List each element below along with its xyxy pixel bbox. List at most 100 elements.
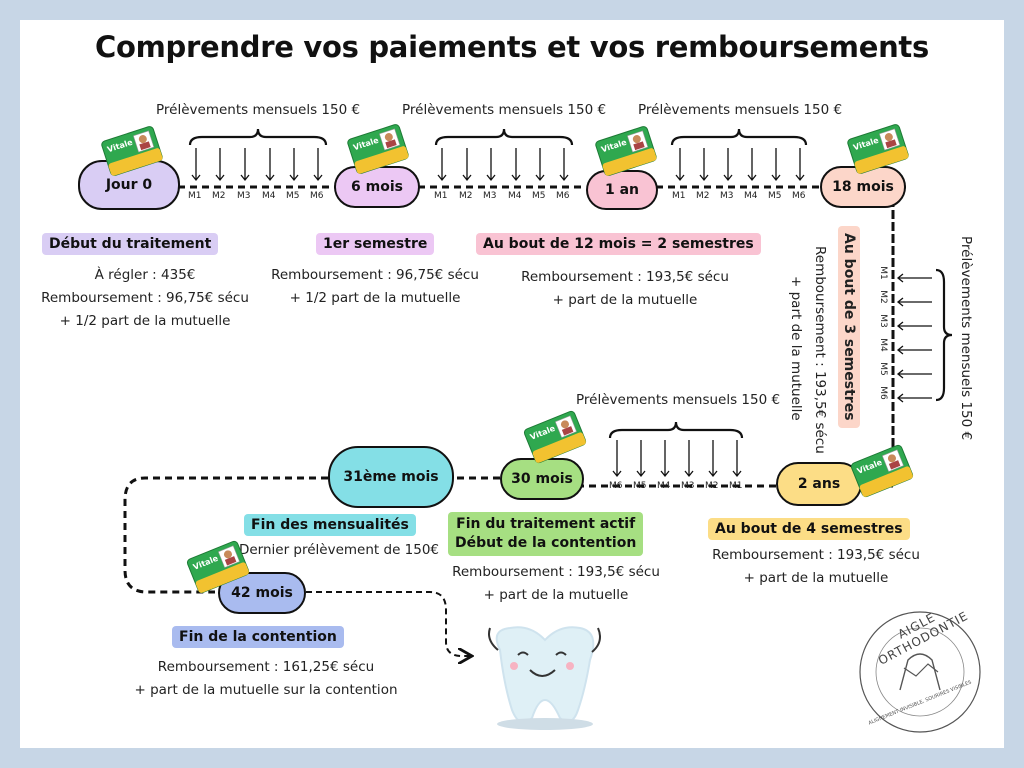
payment-arrow <box>191 148 201 182</box>
payment-arrow <box>612 440 622 478</box>
logo-emblem <box>859 611 981 733</box>
milestone-2ans: 2 ans <box>776 462 862 506</box>
fin-actif-line-2: + part de la mutuelle <box>483 587 629 603</box>
payment-arrow <box>535 148 545 182</box>
month-label: M3 <box>237 191 251 201</box>
fin-actif-heading-1: Fin du traitement actif <box>456 516 636 532</box>
fin-cont-line-1: Remboursement : 161,25€ sécu <box>157 659 375 675</box>
payment-arrow <box>747 148 757 182</box>
month-label: M2 <box>877 290 888 304</box>
heading-fin-mens: Fin des mensualités <box>244 514 416 536</box>
fin-actif-heading-2: Début de la contention <box>455 535 637 551</box>
payment-arrow <box>240 148 250 182</box>
fin-mens-line-1: Dernier prélèvement de 150€ <box>238 542 440 558</box>
month-label: M1 <box>729 481 743 491</box>
month-label: M5 <box>286 191 300 201</box>
vitale-card-icon: Vitale <box>99 124 164 177</box>
payment-arrow <box>313 148 323 182</box>
tooth-mascot <box>488 626 601 730</box>
payment-arrow <box>771 148 781 182</box>
semestre1-line-2: + 1/2 part de la mutuelle <box>289 290 461 306</box>
month-label: M2 <box>459 191 473 201</box>
payment-arrow <box>896 345 932 355</box>
debut-line-3: + 1/2 part de la mutuelle <box>59 313 231 329</box>
milestone-1an: 1 an <box>586 170 658 210</box>
payment-arrow <box>795 148 805 182</box>
milestone-31mois: 31ème mois <box>328 446 454 508</box>
brace-vertical <box>935 268 953 402</box>
text-mois12: Remboursement : 193,5€ sécu + part de la… <box>510 266 740 312</box>
month-label: M4 <box>508 191 522 201</box>
month-label: M6 <box>792 191 806 201</box>
month-label: M5 <box>877 362 888 376</box>
month-label: M1 <box>434 191 448 201</box>
payment-arrow <box>289 148 299 182</box>
semestres3-line-2: + part de la mutuelle <box>788 276 804 421</box>
text-semestres4: Remboursement : 193,5€ sécu + part de la… <box>700 544 932 590</box>
debut-line-2: Remboursement : 96,75€ sécu <box>41 290 249 306</box>
month-label: M4 <box>657 481 671 491</box>
month-label: M5 <box>768 191 782 201</box>
month-label: M1 <box>877 266 888 280</box>
payment-arrow <box>699 148 709 182</box>
payment-arrow <box>675 148 685 182</box>
payment-arrow <box>660 440 670 478</box>
payment-arrow <box>732 440 742 478</box>
payment-arrow <box>462 148 472 182</box>
fin-cont-line-2: + part de la mutuelle sur la contention <box>134 682 398 698</box>
fin-actif-line-1: Remboursement : 193,5€ sécu <box>452 564 660 580</box>
payment-arrow <box>896 369 932 379</box>
vitale-card-icon: Vitale <box>593 124 658 177</box>
heading-semestre1: 1er semestre <box>316 233 435 255</box>
monthly-label-3: Prélèvements mensuels 150 € <box>638 102 843 118</box>
vitale-card-icon: Vitale <box>185 539 251 595</box>
heading-fin-cont: Fin de la contention <box>172 626 344 648</box>
month-label: M4 <box>744 191 758 201</box>
month-label: M5 <box>633 481 647 491</box>
payment-arrow <box>896 273 932 283</box>
payment-arrow <box>723 148 733 182</box>
milestone-42mois: 42 mois <box>218 572 306 614</box>
timeline-bottom <box>456 476 776 488</box>
month-label: M6 <box>609 481 623 491</box>
month-label: M3 <box>681 481 695 491</box>
month-label: M2 <box>705 481 719 491</box>
month-label: M2 <box>212 191 226 201</box>
payment-arrow <box>265 148 275 182</box>
month-label: M6 <box>310 191 324 201</box>
payment-arrow <box>896 393 932 403</box>
milestone-30mois: 30 mois <box>500 458 584 500</box>
vitale-card-icon: Vitale <box>345 122 410 175</box>
debut-line-1: À régler : 435€ <box>94 267 196 283</box>
brace <box>188 128 328 146</box>
payment-arrow <box>896 321 932 331</box>
month-label: M5 <box>532 191 546 201</box>
vitale-card-icon: Vitale <box>849 443 915 499</box>
payment-arrow <box>511 148 521 182</box>
brace <box>608 421 744 439</box>
monthly-label-vertical: Prélèvements mensuels 150 € <box>958 236 974 441</box>
month-label: M3 <box>720 191 734 201</box>
page-title: Comprendre vos paiements et vos rembours… <box>95 30 929 64</box>
month-label: M4 <box>262 191 276 201</box>
month-label: M4 <box>877 338 888 352</box>
payment-arrow <box>896 297 932 307</box>
month-label: M1 <box>672 191 686 201</box>
text-debut: À régler : 435€ Remboursement : 96,75€ s… <box>30 264 260 333</box>
heading-mois12: Au bout de 12 mois = 2 semestres <box>476 233 761 255</box>
month-label: M6 <box>556 191 570 201</box>
payment-arrow <box>684 440 694 478</box>
arrow-to-tooth <box>306 591 470 656</box>
mois12-line-1: Remboursement : 193,5€ sécu <box>521 269 729 285</box>
month-label: M3 <box>877 314 888 328</box>
monthly-label-4: Prélèvements mensuels 150 € <box>576 392 781 408</box>
payment-arrow <box>559 148 569 182</box>
milestone-6mois: 6 mois <box>334 166 420 208</box>
month-label: M1 <box>188 191 202 201</box>
semestre1-line-1: Remboursement : 96,75€ sécu <box>271 267 479 283</box>
semestres4-line-2: + part de la mutuelle <box>743 570 889 586</box>
payment-arrow <box>708 440 718 478</box>
month-label: M2 <box>696 191 710 201</box>
vitale-card-icon: Vitale <box>522 409 588 465</box>
